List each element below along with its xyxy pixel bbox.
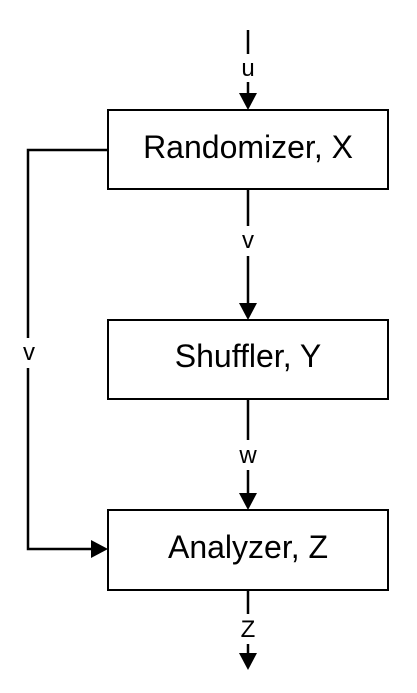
randomizer-node: Randomizer, X bbox=[107, 109, 389, 190]
analyzer-label: Analyzer, Z bbox=[168, 529, 328, 565]
input-edge-label-bg bbox=[234, 54, 262, 82]
randomizer-to-analyzer-edge: v bbox=[16, 148, 108, 558]
shuffler-to-analyzer-label: w bbox=[238, 442, 257, 469]
randomizer-to-analyzer-arrowhead bbox=[91, 540, 108, 558]
output-edge-label: Z bbox=[241, 616, 256, 643]
output-edge: Z bbox=[234, 590, 262, 670]
randomizer-to-analyzer-label: v bbox=[23, 339, 35, 366]
shuffler-to-analyzer-label-bg bbox=[232, 440, 264, 470]
shuffler-to-analyzer-arrowhead bbox=[239, 493, 257, 510]
output-edge-arrowhead bbox=[239, 653, 257, 670]
randomizer-to-shuffler-label: v bbox=[242, 227, 254, 254]
input-edge: u bbox=[234, 30, 262, 110]
shuffler-label: Shuffler, Y bbox=[175, 338, 321, 374]
input-edge-arrowhead bbox=[239, 93, 257, 110]
randomizer-to-shuffler-edge: v bbox=[234, 189, 262, 320]
randomizer-to-shuffler-label-bg bbox=[234, 226, 262, 256]
randomizer-box bbox=[107, 109, 389, 190]
shuffler-node: Shuffler, Y bbox=[107, 319, 389, 400]
randomizer-to-shuffler-arrowhead bbox=[239, 303, 257, 320]
output-edge-label-bg bbox=[234, 614, 262, 644]
randomizer-label: Randomizer, X bbox=[143, 129, 353, 165]
shuffler-to-analyzer-edge: w bbox=[232, 399, 264, 510]
randomizer-to-analyzer-label-bg bbox=[16, 338, 40, 368]
input-edge-label: u bbox=[241, 55, 254, 82]
analyzer-node: Analyzer, Z bbox=[107, 509, 389, 591]
